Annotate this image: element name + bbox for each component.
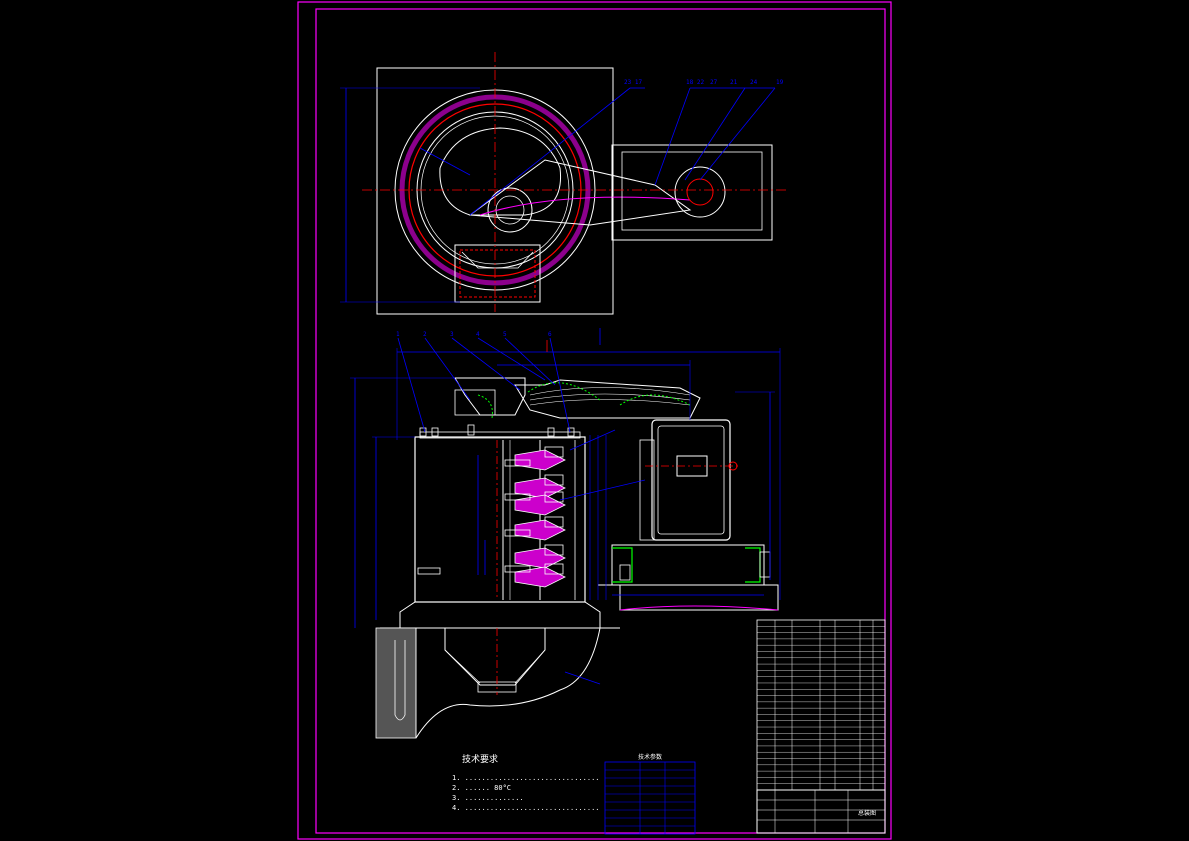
top-view-base-plate [376,67,614,315]
feed-hopper [454,377,526,416]
front-callout: 6 [548,331,552,338]
foundation-left [375,627,417,739]
note-item: 4. ................................ [452,804,600,812]
note-item: 3. .............. [452,794,524,802]
spec-table-title: 技术参数 [638,753,662,761]
rotor-outline [439,127,562,216]
front-callout: 2 [423,331,427,338]
inner-frame [315,8,886,834]
top-callout: 24 [750,79,758,86]
front-view: 1 2 3 4 5 6 [350,328,781,739]
note-item: 2. ...... 80°C [452,784,511,792]
outer-frame [297,1,892,840]
top-callout: 27 [710,79,718,86]
top-callout: 18 22 [686,79,704,86]
motor-body [651,419,731,541]
drive-beam [514,379,701,419]
base-flange [399,601,601,629]
spec-table: 技术参数 [604,753,696,835]
motor-plate [611,144,773,241]
top-callout: 23 17 [624,79,642,86]
front-callout: 4 [476,331,480,338]
top-view: 23 17 18 22 27 21 24 19 [340,52,788,315]
top-callout: 19 [776,79,784,86]
title-block: 总装图 [756,789,886,834]
front-callout: 5 [503,331,507,338]
drive-belt [468,159,692,226]
motor-base [611,544,765,586]
front-callout: 3 [450,331,454,338]
drawing-title: 总装图 [858,809,876,817]
note-item: 1. ................................ [452,774,600,782]
parts-table [756,619,886,791]
front-callout: 1 [396,331,400,338]
notes-title: 技术要求 [462,753,498,765]
top-callout: 21 [730,79,738,86]
technical-notes: 技术要求 1. ................................… [452,753,600,812]
discharge-hopper [444,627,546,686]
feed-inlet [454,244,541,303]
